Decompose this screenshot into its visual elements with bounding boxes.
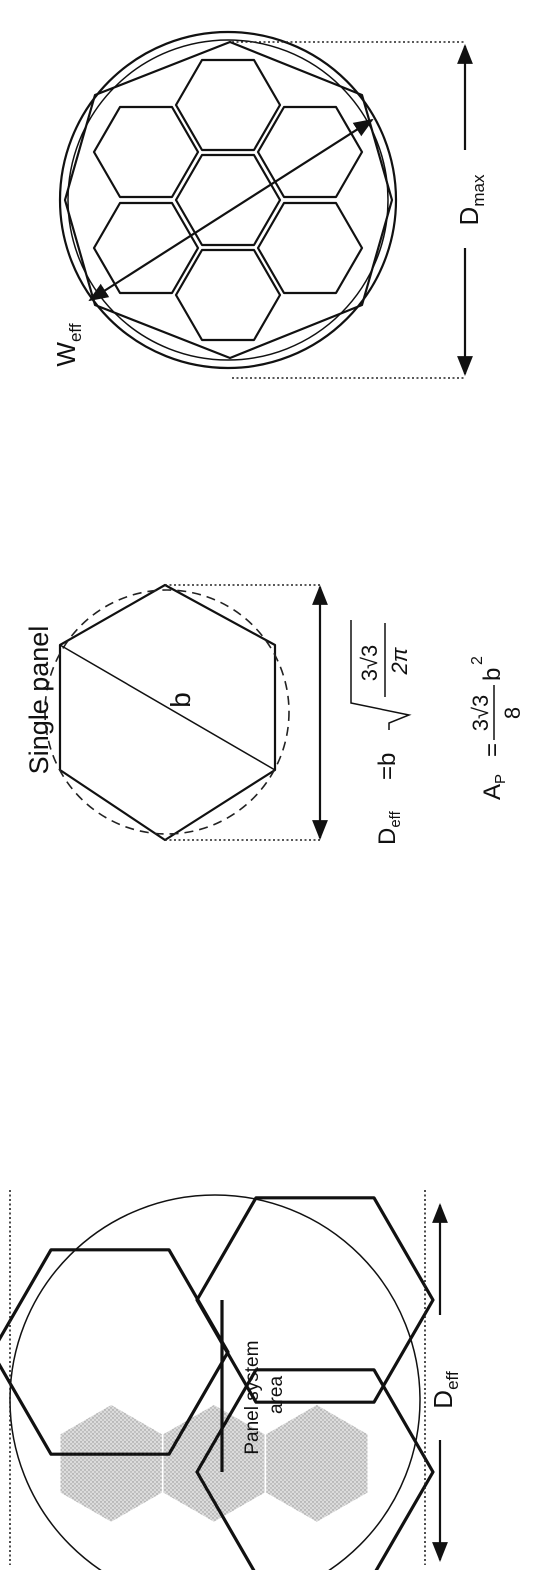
ball-hex-1 — [174, 153, 282, 247]
deff-den: 2π — [387, 646, 412, 675]
single-panel-figure: b Single panel Deff =b 3√3 2π AP = 3√3 — [24, 583, 525, 845]
deff-formula: Deff =b 3√3 2π — [350, 620, 412, 845]
area-num: 3√3 — [468, 695, 493, 732]
area-den: 8 — [500, 707, 525, 719]
panel-hexagon-2 — [195, 1196, 435, 1404]
ball-hex-4 — [92, 105, 200, 199]
panel-hexagon-1 — [0, 1248, 230, 1456]
area-formula: AP = 3√3 8 b 2 — [468, 656, 525, 800]
area-var: b — [479, 668, 506, 681]
panel-dim-label: Deff — [428, 1371, 462, 1409]
panel-area-label: Panel system area — [242, 1335, 287, 1454]
area-exp: 2 — [469, 656, 486, 665]
ball-figure: Dmax Weff — [51, 30, 488, 379]
ball-hex-7 — [256, 201, 364, 295]
single-panel-title: Single panel — [24, 626, 54, 775]
ball-outline-polygon — [63, 40, 394, 360]
deff-lhs: Deff — [374, 810, 404, 845]
deff-eq: =b — [374, 753, 401, 780]
ball-hex-2 — [174, 58, 282, 152]
panel-system-figure: Deff Panel system area — [0, 1190, 462, 1575]
panel-fill-1 — [266, 1405, 368, 1522]
single-panel-hexagon — [58, 583, 277, 842]
ball-dim-label: Dmax — [454, 174, 488, 225]
ball-weff-arrow — [88, 118, 374, 302]
panel-fill-3 — [60, 1405, 162, 1522]
single-panel-diagonal — [59, 644, 276, 771]
single-panel-dashed-circle — [44, 589, 290, 835]
panel-envelope-circle — [9, 1194, 421, 1575]
ball-hex-6 — [92, 201, 200, 295]
ball-weff-label: Weff — [51, 323, 85, 366]
ball-inner-circle — [67, 39, 389, 361]
deff-sqrt — [350, 620, 412, 730]
single-panel-b-label: b — [165, 692, 196, 708]
ball-hex-3 — [174, 248, 282, 342]
area-eq: = — [479, 743, 506, 757]
area-lhs: AP — [479, 774, 509, 800]
deff-num: 3√3 — [357, 645, 382, 682]
ball-outer-circle — [58, 30, 398, 370]
panel-fill-group — [60, 1405, 368, 1522]
panel-fill-2 — [163, 1405, 265, 1522]
